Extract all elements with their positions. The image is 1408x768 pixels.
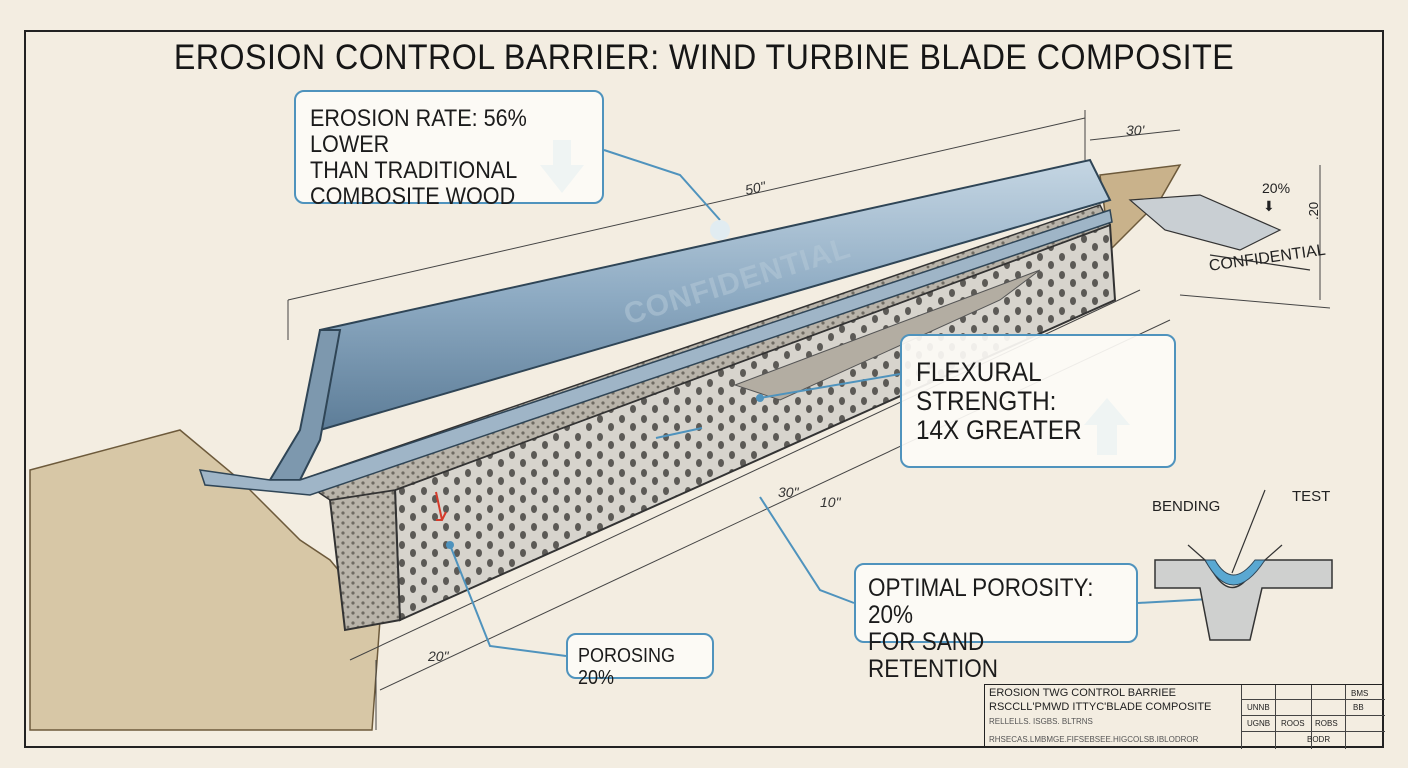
title-block-cell-c: ROOS — [1281, 719, 1305, 728]
detail-down-arrow-icon: ⬇ — [1263, 198, 1275, 214]
title-block-cell-e: BMS — [1351, 689, 1369, 698]
optimal-porosity-callout: OPTIMAL POROSITY: 20% FOR SAND RETENTION — [854, 563, 1138, 683]
dim-bottom-30: 30" — [778, 484, 799, 500]
flexural-strength-callout: FLEXURAL STRENGTH: 14X GREATER — [900, 334, 1176, 468]
optimal-porosity-text: OPTIMAL POROSITY: 20% FOR SAND RETENTION — [868, 574, 1094, 683]
red-arrow — [435, 491, 447, 521]
leader-lines — [449, 149, 1211, 657]
dim-bottom-20: 20" — [428, 648, 449, 664]
title-block-line4: RHSECAS.LMBMGE.FIFSEBSEE.HIGCOLSB.IBLODR… — [989, 735, 1199, 744]
erosion-rate-callout: EROSION RATE: 56% LOWER THAN TRADITIONAL… — [294, 90, 604, 209]
porosing-callout: POROSING 20% — [566, 633, 714, 688]
test-label: TEST — [1292, 488, 1331, 505]
bending-test-inset — [1154, 489, 1333, 641]
title-block-cell-f: BB — [1353, 703, 1364, 712]
title-block-line3: RELLELLS. ISGBS. BLTRNS — [989, 717, 1093, 726]
detail-percent: 20% — [1262, 180, 1291, 196]
drawing-frame — [24, 30, 1384, 748]
drawing-title: EROSION CONTROL BARRIER: WIND TURBINE BL… — [173, 38, 1235, 77]
title-block-cell-g: BODR — [1307, 735, 1331, 744]
dim-top-end: 30' — [1126, 122, 1145, 138]
bending-label: BENDING — [1152, 498, 1221, 515]
blade-flange — [198, 209, 1113, 496]
title-block-line1: EROSION TWG CONTROL BARRIEE — [989, 687, 1177, 699]
ground-left — [29, 429, 381, 731]
title-block-cell-d: ROBS — [1315, 719, 1338, 728]
concrete-wedge — [733, 269, 1041, 401]
cut-detail — [1128, 194, 1282, 251]
porosing-text: POROSING 20% — [578, 645, 676, 689]
title-block-line2: RSCCLL'PMWD ITTYC'BLADE COMPOSITE — [989, 701, 1212, 713]
title-block: EROSION TWG CONTROL BARRIEE RSCCLL'PMWD … — [984, 684, 1385, 749]
detail-side-dim: .20 — [1306, 201, 1321, 220]
erosion-rate-text: EROSION RATE: 56% LOWER THAN TRADITIONAL… — [310, 105, 527, 210]
dim-bottom-10: 10" — [820, 494, 841, 510]
title-block-cell-b: UNNB — [1247, 703, 1270, 712]
title-block-cell-a: UGNB — [1247, 719, 1271, 728]
flexural-strength-text: FLEXURAL STRENGTH: 14X GREATER — [916, 357, 1082, 446]
